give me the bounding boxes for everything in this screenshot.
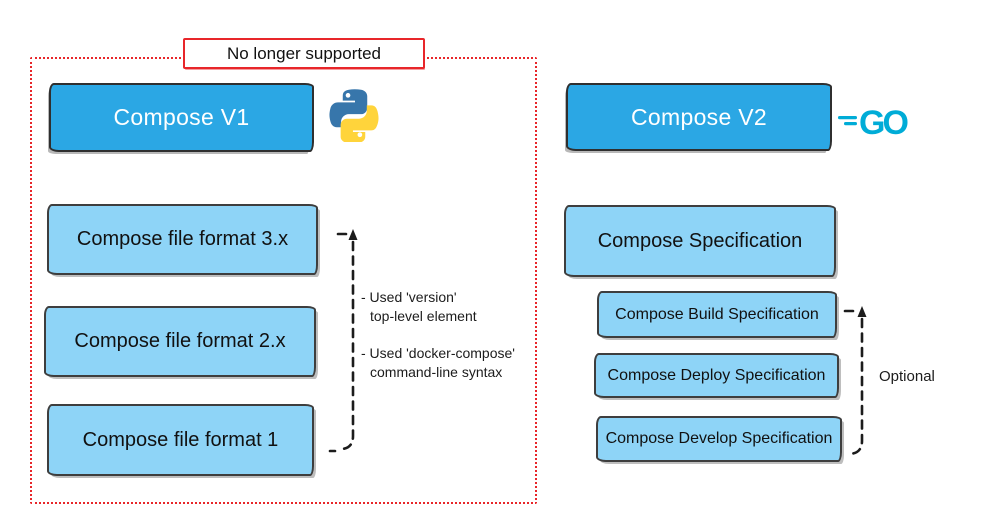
python-icon [328,88,382,142]
note-version-line1: - Used 'version' [361,289,457,305]
go-icon-text: GO [859,104,908,141]
optional-bracket-arrow-icon [857,306,867,317]
optional-label-text: Optional [879,368,935,385]
note-cli-line1: - Used 'docker-compose' [361,344,515,361]
format-3x-box: Compose file format 3.x [47,204,318,275]
compose-v2-label: Compose V2 [631,103,767,130]
note-cli: - Used 'docker-compose' command-line syn… [361,344,546,383]
no-longer-supported-banner: No longer supported [183,38,425,69]
go-icon-svg: GO [838,104,911,141]
v1-notes: - Used 'version' top-level element - Use… [361,288,546,399]
compose-specification-label: Compose Specification [597,229,803,252]
note-version: - Used 'version' top-level element [361,288,546,327]
compose-v1-header: Compose V1 [49,83,314,152]
build-spec-label: Compose Build Specification [615,305,819,323]
optional-label: Optional [879,368,935,385]
format-3x-label: Compose file format 3.x [76,228,289,250]
deploy-spec-label: Compose Deploy Specification [607,366,826,384]
python-icon-svg [329,89,379,142]
compose-v2-header: Compose V2 [566,83,832,151]
optional-bracket [843,306,867,456]
compose-specification-box: Compose Specification [564,205,836,277]
develop-spec-label: Compose Develop Specification [605,430,833,447]
note-cli-line2: command-line syntax [370,363,503,380]
format-1-label: Compose file format 1 [82,428,279,451]
format-1-box: Compose file format 1 [47,404,314,476]
deploy-spec-box: Compose Deploy Specification [594,353,839,398]
go-icon: GO [836,101,920,141]
note-version-line2: top-level element [370,308,477,325]
format-2x-box: Compose file format 2.x [44,306,316,377]
build-spec-box: Compose Build Specification [597,291,837,338]
compose-v1-label: Compose V1 [113,104,250,130]
banner-label: No longer supported [226,43,382,63]
format-2x-label: Compose file format 2.x [74,330,286,352]
develop-spec-box: Compose Develop Specification [596,416,842,462]
